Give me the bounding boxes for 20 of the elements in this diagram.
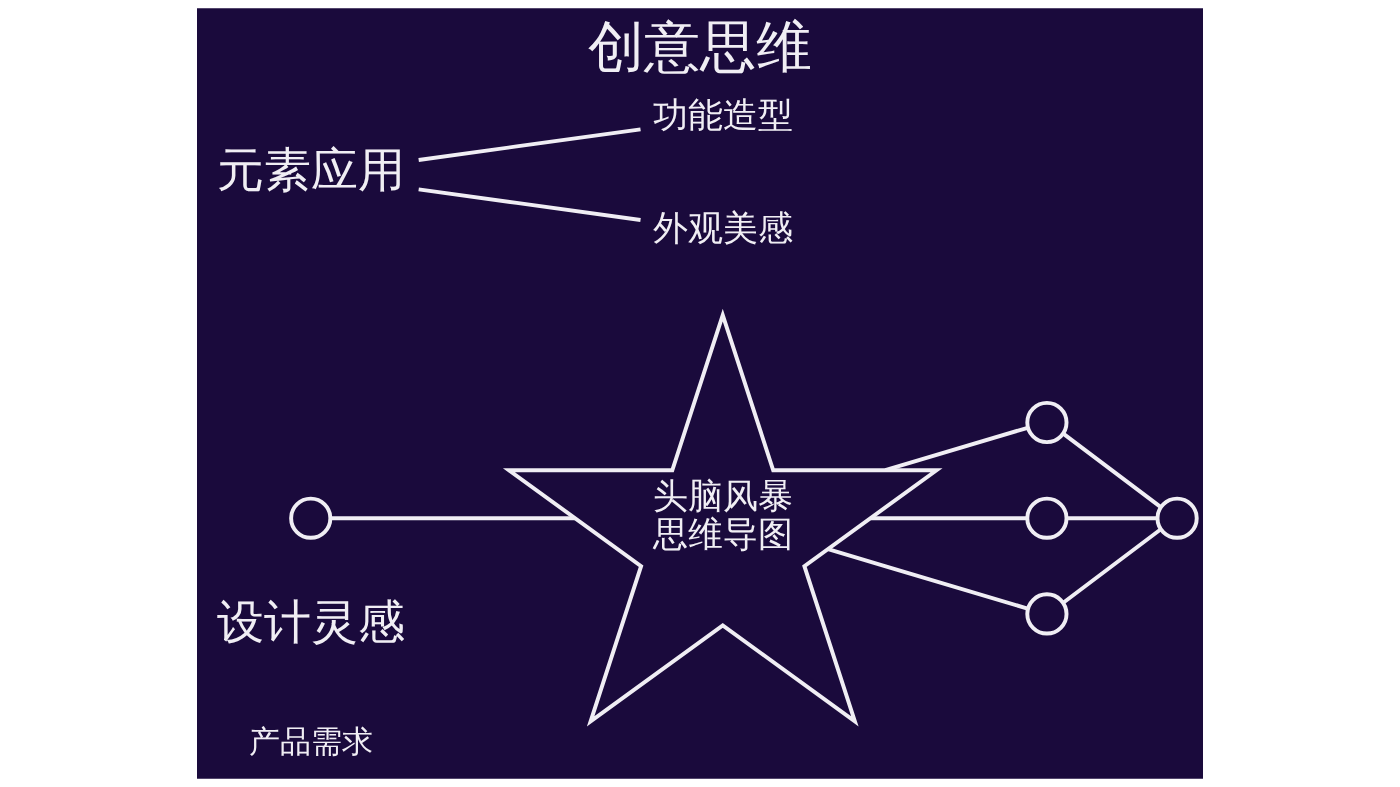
node-circle (1025, 592, 1069, 636)
node-circle (1025, 400, 1069, 445)
connector (1062, 528, 1162, 605)
connector (1066, 516, 1158, 521)
node-text: 外观美感 (652, 207, 793, 248)
node-circle (1155, 496, 1199, 540)
label: 设计灵感 (216, 594, 405, 650)
node-circle (289, 496, 333, 540)
label: 产品需求 (248, 722, 373, 759)
connector (884, 425, 1029, 473)
connector (870, 516, 1028, 521)
connector (418, 127, 641, 162)
connector (827, 547, 1029, 611)
connector (418, 187, 641, 222)
node-text: 功能造型 (652, 94, 793, 135)
node-circle (1025, 496, 1069, 540)
node-text: 元素应用 (216, 142, 405, 198)
diagram-title: 创意思维 (588, 14, 812, 80)
connector (1062, 432, 1162, 509)
connector (330, 516, 575, 521)
